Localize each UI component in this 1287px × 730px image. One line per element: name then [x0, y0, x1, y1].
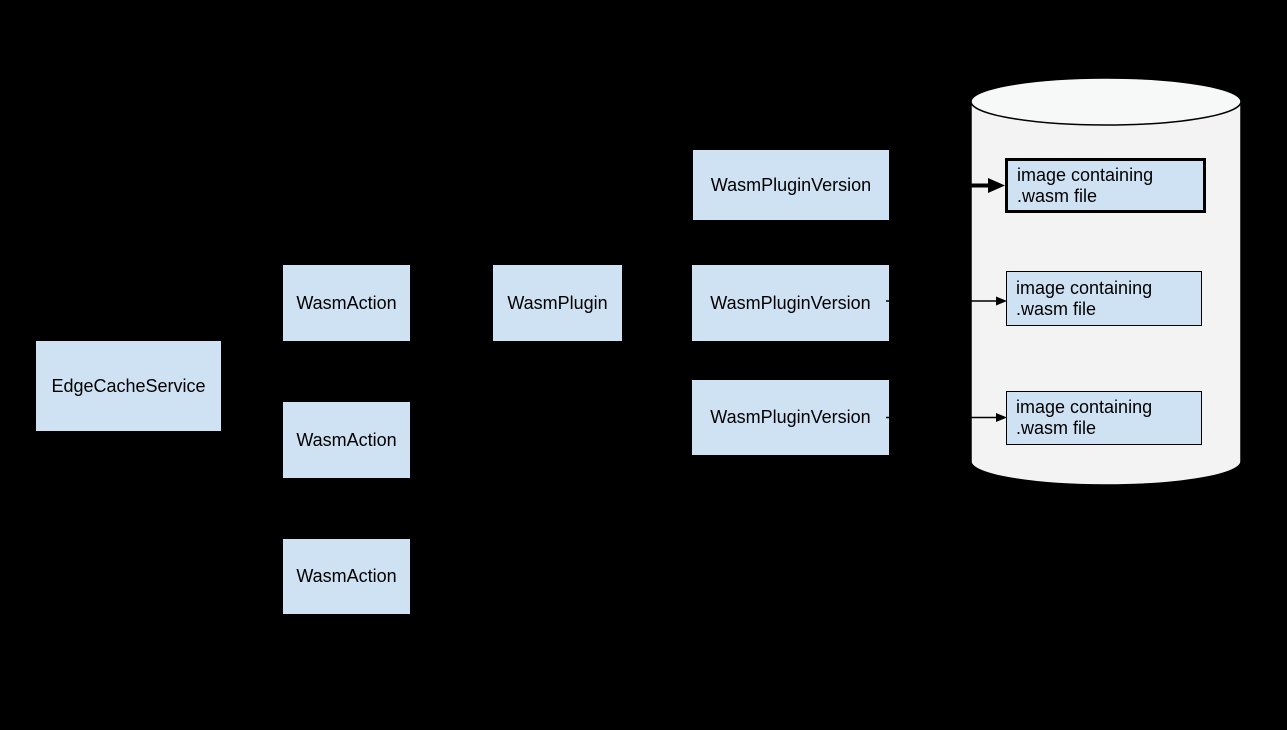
image-label-line2: .wasm file — [1016, 298, 1097, 319]
cylinder-top-ellipse — [970, 77, 1242, 126]
image-label-line2: .wasm file — [1017, 185, 1098, 206]
registry-image-1: image containing .wasm file — [1005, 158, 1206, 213]
node-wasmaction-1: WasmAction — [283, 265, 410, 341]
arrow-version2-to-image2 — [886, 296, 1007, 306]
registry-image-3: image containing .wasm file — [1006, 391, 1202, 445]
node-label: WasmPluginVersion — [710, 407, 871, 427]
node-label: WasmPluginVersion — [710, 292, 871, 313]
image-label-line1: image containing — [1016, 277, 1153, 298]
node-label: WasmPlugin — [507, 292, 608, 313]
image-label-line2: .wasm file — [1016, 418, 1097, 438]
registry-image-2: image containing .wasm file — [1006, 271, 1202, 326]
node-wasmaction-2: WasmAction — [283, 402, 410, 478]
arrow-version3-to-image3 — [886, 413, 1007, 422]
arrow-version1-to-image1 — [890, 178, 1005, 193]
node-wasmplugin: WasmPlugin — [493, 265, 622, 341]
node-edgecacheservice: EdgeCacheService — [36, 341, 221, 431]
image-label-line1: image containing — [1017, 164, 1154, 185]
image-label-line1: image containing — [1016, 397, 1153, 417]
node-wasmpluginversion-1: WasmPluginVersion — [693, 150, 889, 220]
node-label: WasmPluginVersion — [710, 174, 872, 195]
node-label: WasmAction — [296, 429, 397, 450]
node-wasmaction-3: WasmAction — [283, 539, 410, 614]
node-label: WasmAction — [296, 292, 397, 313]
node-label: EdgeCacheService — [51, 375, 206, 396]
node-label: WasmAction — [296, 566, 397, 586]
node-wasmpluginversion-2: WasmPluginVersion — [692, 265, 889, 341]
node-wasmpluginversion-3: WasmPluginVersion — [692, 380, 889, 455]
